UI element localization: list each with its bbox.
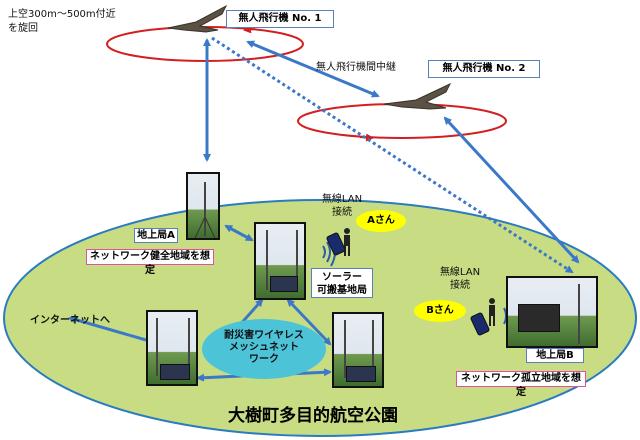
ground-station-b-note: ネットワーク孤立地域を想定	[456, 371, 586, 398]
link-drone2-stationB	[443, 116, 580, 264]
drone-2-icon	[383, 82, 452, 110]
ground-station-a-label: 地上局A	[134, 228, 178, 243]
wlan-right-line1: 無線LAN	[439, 267, 481, 278]
wlan-right-label: 無線LAN 接続	[436, 266, 484, 292]
tablet-b-icon	[470, 312, 490, 336]
mesh-line1: 耐災害ワイヤレス	[224, 330, 304, 341]
orbit-1-direction-arrow	[243, 25, 256, 34]
park-name: 大樹町多目的航空公園	[228, 406, 398, 426]
person-b-bubble: Bさん	[414, 300, 466, 322]
mesh-line3: ワーク	[249, 354, 279, 365]
tablet-a-icon	[326, 232, 346, 256]
link-solar-node3	[286, 298, 332, 346]
internet-label: インターネットへ	[30, 315, 110, 326]
link-stationA-solar	[224, 224, 254, 242]
solar-base-photo	[254, 222, 306, 300]
mesh-node-right-photo	[332, 312, 384, 388]
drone-1-icon	[167, 4, 228, 33]
ground-station-b-label: 地上局B	[526, 348, 584, 363]
mesh-node-left-photo	[146, 310, 198, 386]
solar-base-line2: 可搬基地局	[317, 285, 367, 296]
orbit-drone-2	[297, 103, 507, 139]
altitude-note-line1: 上空300m～500m付近	[8, 9, 116, 20]
solar-base-line1: ソーラー	[322, 272, 362, 283]
link-internet	[68, 315, 147, 342]
mesh-line2: メッシュネット	[229, 342, 299, 353]
drone-1-label: 無人飛行機 No. 1	[226, 10, 334, 28]
mesh-network-cloud	[202, 319, 326, 379]
relay-label: 無人飛行機間中継	[316, 62, 396, 73]
solar-base-label: ソーラー 可搬基地局	[311, 268, 373, 298]
orbit-2-direction-arrow	[359, 133, 374, 142]
ground-station-a-photo	[186, 172, 220, 240]
drone-2-label: 無人飛行機 No. 2	[428, 60, 540, 78]
wlan-left-label: 無線LAN 接続	[320, 193, 364, 219]
wlan-left-line2: 接続	[332, 207, 352, 218]
person-b-icon	[489, 298, 495, 326]
person-a-bubble: Aさん	[356, 210, 406, 232]
altitude-note-line2: を旋回	[8, 23, 38, 34]
ground-station-a-note: ネットワーク健全地域を想定	[86, 249, 214, 276]
link-drone-relay	[246, 40, 380, 98]
mesh-network-label: 耐災害ワイヤレス メッシュネット ワーク	[208, 330, 320, 366]
ground-station-b-photo	[506, 276, 598, 348]
wlan-left-line1: 無線LAN	[321, 194, 363, 205]
wlan-right-line2: 接続	[450, 280, 470, 291]
